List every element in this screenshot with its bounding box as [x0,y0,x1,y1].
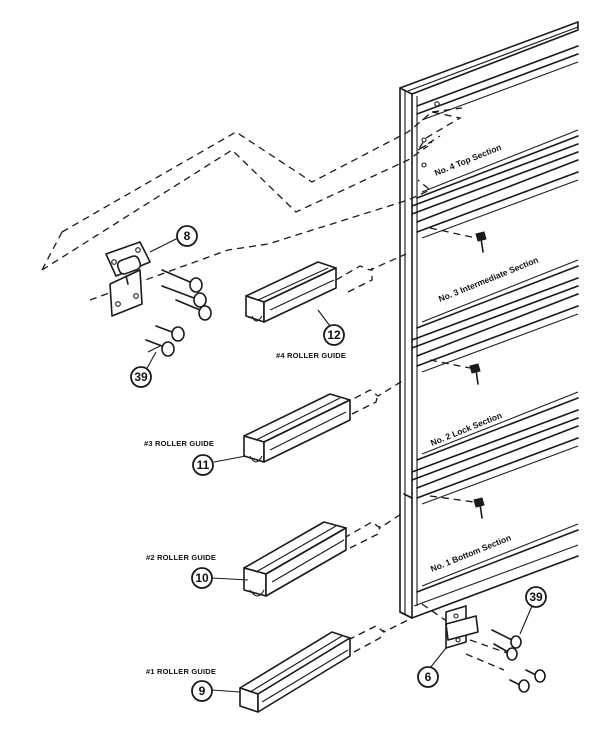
panel-screws [469,231,487,519]
callout-9: 9 [191,680,213,702]
dashed-leader-lines [41,107,511,671]
screw-icon [509,679,530,693]
callout-leaders [145,237,533,693]
roller-guide-label-1: #1 ROLLER GUIDE [146,667,216,676]
section-label-1: No. 1 Bottom Section [429,532,512,573]
callout-39-bottom: 39 [525,586,547,608]
callout-number: 11 [197,458,210,472]
bottom-bracket-assembly [445,605,546,693]
callout-number: 39 [529,590,543,604]
callout-8: 8 [176,225,198,247]
roller-guide-2 [243,521,347,597]
section-label-3: No. 3 Intermediate Section [437,255,540,304]
roller-guide-3 [243,393,351,463]
callout-39-top: 39 [130,366,152,388]
callout-number: 8 [184,229,191,243]
roller-guide-1 [239,631,351,713]
roller-guide-label-4: #4 ROLLER GUIDE [276,351,346,360]
section-2 [411,305,579,489]
callout-number: 6 [425,670,432,684]
callout-number: 9 [199,684,206,698]
screw-icon [493,643,518,661]
section-1 [403,437,579,593]
screw-icon [525,669,546,683]
roller-guide-label-2: #2 ROLLER GUIDE [146,553,216,562]
roller-guide-label-3: #3 ROLLER GUIDE [144,439,214,448]
callout-12: 12 [323,324,345,346]
screw-icon [145,339,175,357]
top-hinge-assembly [105,241,212,357]
panel-screw-icon [475,231,487,253]
callout-number: 10 [195,571,209,585]
screw-icon [491,629,522,649]
callout-6: 6 [417,666,439,688]
panel-screw-icon [469,363,481,385]
section-label-4: No. 4 Top Section [433,142,503,178]
roller-guide-4 [245,261,337,323]
screw-icon [175,299,212,321]
panel-screw-icon [473,497,485,519]
screw-icon [155,325,185,342]
screw-icon [161,269,203,293]
callout-number: 12 [327,328,341,342]
door-panel-assembly: No. 4 Top Section No. 3 Intermediate Sec… [399,21,579,619]
callout-number: 39 [134,370,148,384]
section-3 [411,171,579,357]
top-hinge-bracket [105,241,151,317]
section-4 [411,45,579,223]
callout-10: 10 [191,567,213,589]
callout-11: 11 [192,454,214,476]
screw-icon [161,285,207,308]
